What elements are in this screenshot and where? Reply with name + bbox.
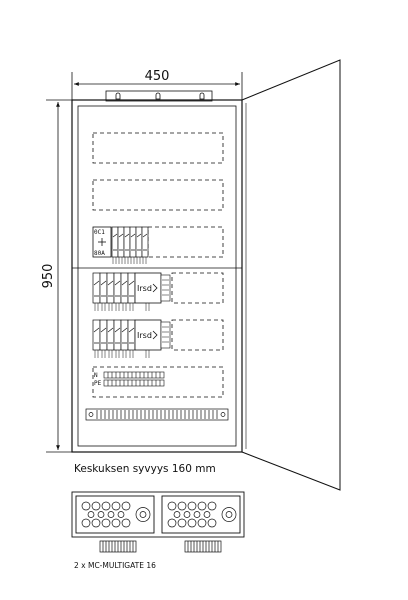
rcd-1-label: Irsd <box>137 284 152 293</box>
din-rail-row-4 <box>171 272 224 304</box>
mounting-bracket <box>105 90 213 102</box>
din-rail-row-5 <box>171 319 224 351</box>
width-dimension-label: 450 <box>145 69 170 84</box>
height-dimension-label: 950 <box>41 264 56 289</box>
din-rail-row-6 <box>92 366 224 398</box>
din-rail-row-3 <box>147 226 224 258</box>
gland-plate <box>71 491 245 538</box>
gland-holes-right <box>167 501 237 528</box>
terminal-block-row-5 <box>160 321 171 349</box>
earth-terminal-bar <box>103 379 165 387</box>
breaker-wiring-row-5 <box>94 350 150 358</box>
circuit-breakers-row-3 <box>111 226 149 258</box>
earth-terminal-label: PE <box>94 380 102 387</box>
cable-entry-strip <box>85 408 229 421</box>
din-rail-row-2 <box>92 179 224 211</box>
circuit-breakers-row-4 <box>92 272 136 304</box>
main-switch-label-bottom: 80A <box>94 250 105 257</box>
rcd-2 <box>134 319 162 351</box>
gland-module-left <box>75 495 155 534</box>
main-switch <box>92 226 112 258</box>
breaker-wiring-row-4 <box>94 303 150 311</box>
din-rail-rows <box>92 132 224 398</box>
neutral-terminal-label: N <box>94 372 98 379</box>
height-dimension <box>46 99 76 453</box>
circuit-breakers-row-5 <box>92 319 136 351</box>
breaker-wiring-row-3 <box>112 257 147 264</box>
depth-caption: Keskuksen syvyys 160 mm <box>74 463 216 475</box>
gland-caption: 2 x MC-MULTIGATE 16 <box>74 561 156 570</box>
gland-holes-left <box>81 501 151 528</box>
width-dimension <box>71 72 243 100</box>
rcd-1 <box>134 272 162 304</box>
din-rail-row-1 <box>92 132 224 164</box>
open-door <box>241 59 341 491</box>
rcd-2-label: Irsd <box>137 331 152 340</box>
terminal-block-row-4 <box>160 274 171 302</box>
gland-module-right <box>161 495 241 534</box>
main-switch-label-top: 0C1 <box>94 229 105 236</box>
gland-clamps <box>99 540 222 553</box>
neutral-terminal-bar <box>103 371 165 379</box>
